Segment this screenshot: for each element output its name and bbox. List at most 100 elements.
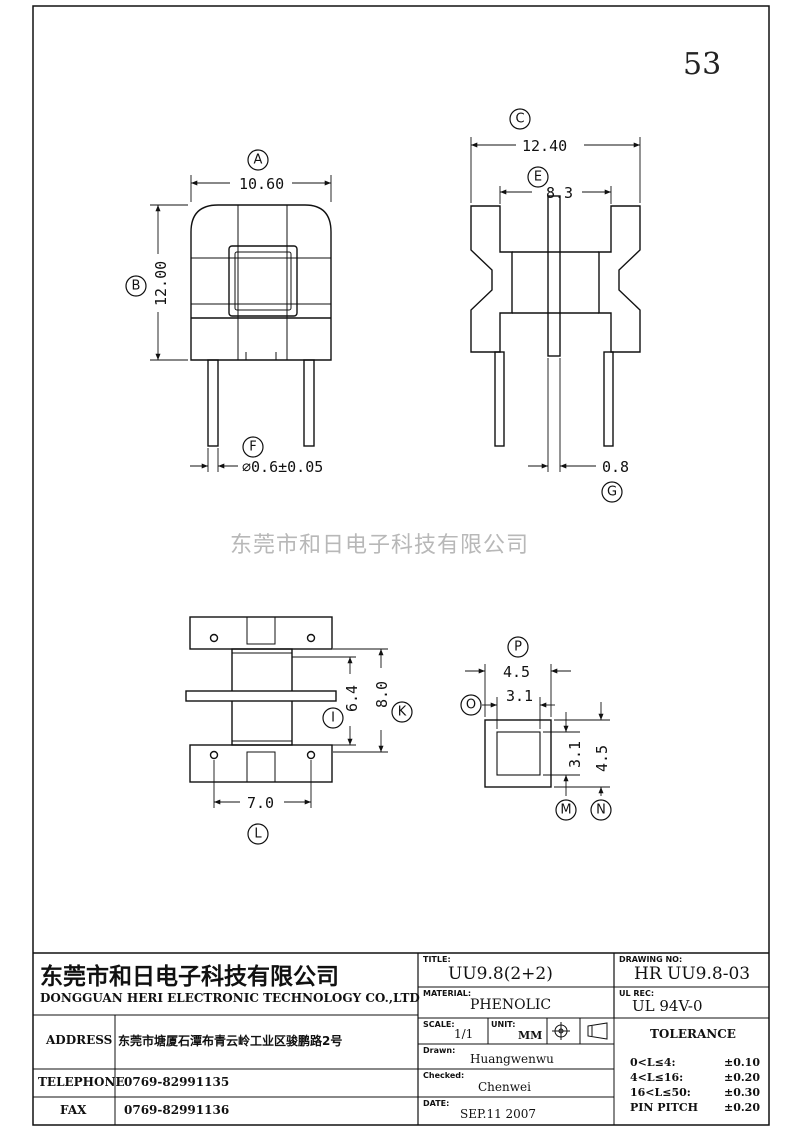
- dimension-e-value: 8.3: [546, 184, 573, 202]
- callout-label-k: K: [398, 705, 407, 720]
- dimension-n: [554, 702, 610, 796]
- dimension-g-value: 0.8: [602, 458, 629, 476]
- dimension-l-value: 7.0: [247, 794, 274, 812]
- tolerance-table: 0<L≤4: ±0.10 4<L≤16: ±0.20 16<L≤50: ±0.3…: [630, 1056, 760, 1116]
- dimension-n-value: 4.5: [593, 745, 611, 772]
- dimension-o: [482, 697, 555, 729]
- drawn-label: Drawn:: [423, 1046, 456, 1055]
- callout-circle-o: [460, 694, 482, 716]
- tolerance-row: 16<L≤50: ±0.30: [630, 1086, 760, 1101]
- callout-label-i: I: [331, 711, 335, 726]
- unit-value: MM: [518, 1029, 543, 1042]
- unit-label: UNIT:: [491, 1020, 516, 1029]
- callout-label-e: E: [534, 170, 542, 185]
- callout-circle-e: [527, 166, 549, 188]
- telephone-label: TELEPHONE: [38, 1075, 125, 1089]
- callout-circle-p: [507, 636, 529, 658]
- dimension-i: [292, 656, 356, 746]
- callout-label-g: G: [607, 485, 617, 500]
- date-label: DATE:: [423, 1099, 450, 1108]
- callout-circle-n: [590, 799, 612, 821]
- callout-circle-k: [391, 701, 413, 723]
- callout-label-n: N: [596, 803, 606, 818]
- dimension-b: [150, 204, 188, 361]
- dimension-k-value: 8.0: [373, 681, 391, 708]
- side-view: [470, 195, 641, 447]
- tolerance-range: PIN PITCH: [630, 1101, 699, 1114]
- telephone-value: 0769-82991135: [124, 1075, 230, 1089]
- tolerance-row: PIN PITCH ±0.20: [630, 1101, 760, 1116]
- tolerance-range: 4<L≤16:: [630, 1071, 684, 1084]
- callout-label-b: B: [132, 279, 141, 294]
- tolerance-value: ±0.20: [723, 1101, 760, 1114]
- dimension-a-value: 10.60: [239, 175, 284, 193]
- drawing-no-value: HR UU9.8-03: [634, 964, 751, 984]
- watermark-text: 东莞市和日电子科技有限公司: [230, 533, 529, 558]
- projection-symbol-icon: [552, 1022, 608, 1040]
- drawn-value: Huangwenwu: [470, 1052, 554, 1066]
- callout-label-p: P: [514, 640, 522, 655]
- tolerance-range: 16<L≤50:: [630, 1086, 691, 1099]
- callout-circle-f: [242, 436, 264, 458]
- dimension-i-value: 6.4: [343, 685, 361, 712]
- dimension-o-value: 3.1: [506, 687, 533, 705]
- dimension-p-value: 4.5: [503, 663, 530, 681]
- tolerance-value: ±0.10: [723, 1056, 760, 1069]
- dimension-k: [333, 648, 388, 753]
- fax-value: 0769-82991136: [124, 1103, 230, 1117]
- dimension-c: [470, 137, 641, 203]
- title-label: TITLE:: [423, 955, 451, 964]
- callout-circle-c: [509, 108, 531, 130]
- company-name-en: DONGGUAN HERI ELECTRONIC TECHNOLOGY CO.,…: [40, 991, 420, 1005]
- page-number: 53: [683, 47, 721, 82]
- dimension-p: [465, 664, 571, 717]
- material-value: PHENOLIC: [470, 997, 552, 1013]
- bottom-view: [185, 616, 337, 783]
- tolerance-value: ±0.30: [723, 1086, 760, 1099]
- callout-circle-l: [247, 823, 269, 845]
- address-label: ADDRESS: [46, 1033, 113, 1047]
- callout-label-f: F: [249, 440, 256, 455]
- tolerance-range: 0<L≤4:: [630, 1056, 676, 1069]
- dimension-m-value: 3.1: [566, 741, 584, 768]
- dimension-f-value: ∅0.6±0.05: [242, 458, 323, 476]
- callout-label-c: C: [515, 112, 524, 127]
- checked-value: Chenwei: [478, 1080, 531, 1094]
- tolerance-value: ±0.20: [723, 1071, 760, 1084]
- callout-label-m: M: [560, 803, 571, 818]
- callout-circle-a: [247, 149, 269, 171]
- dimension-g: [528, 358, 596, 472]
- tolerance-label: TOLERANCE: [650, 1027, 736, 1041]
- tolerance-row: 4<L≤16: ±0.20: [630, 1071, 760, 1086]
- dimension-c-value: 12.40: [522, 137, 567, 155]
- dimension-e: [499, 186, 612, 204]
- dimension-m: [543, 712, 580, 796]
- callout-label-o: O: [466, 698, 476, 713]
- callout-circle-m: [555, 799, 577, 821]
- title-value: UU9.8(2+2): [448, 964, 553, 984]
- callout-label-l: L: [254, 827, 262, 842]
- checked-label: Checked:: [423, 1071, 465, 1080]
- address-value: 东莞市塘厦石潭布青云岭工业区骏鹏路2号: [118, 1034, 343, 1048]
- callout-circle-g: [601, 481, 623, 503]
- tolerance-row: 0<L≤4: ±0.10: [630, 1056, 760, 1071]
- fax-label: FAX: [60, 1103, 87, 1117]
- callout-circle-i: [322, 707, 344, 729]
- dimension-f: [190, 448, 238, 472]
- drawing-no-label: DRAWING NO:: [619, 955, 683, 964]
- callout-label-a: A: [254, 153, 263, 168]
- section-view: [484, 719, 552, 788]
- scale-value: 1/1: [454, 1027, 474, 1041]
- drawing-frame: [32, 5, 770, 1126]
- ul-rec-label: UL REC:: [619, 989, 655, 998]
- dimension-b-value: 12.00: [152, 261, 170, 306]
- date-value: SEP.11 2007: [460, 1107, 537, 1121]
- front-view: [190, 204, 332, 447]
- company-name-cn: 东莞市和日电子科技有限公司: [40, 964, 339, 990]
- material-label: MATERIAL:: [423, 989, 472, 998]
- ul-rec-value: UL 94V-0: [632, 997, 703, 1015]
- dimension-l: [213, 760, 312, 808]
- dimension-a: [190, 175, 332, 202]
- callout-circle-b: [125, 275, 147, 297]
